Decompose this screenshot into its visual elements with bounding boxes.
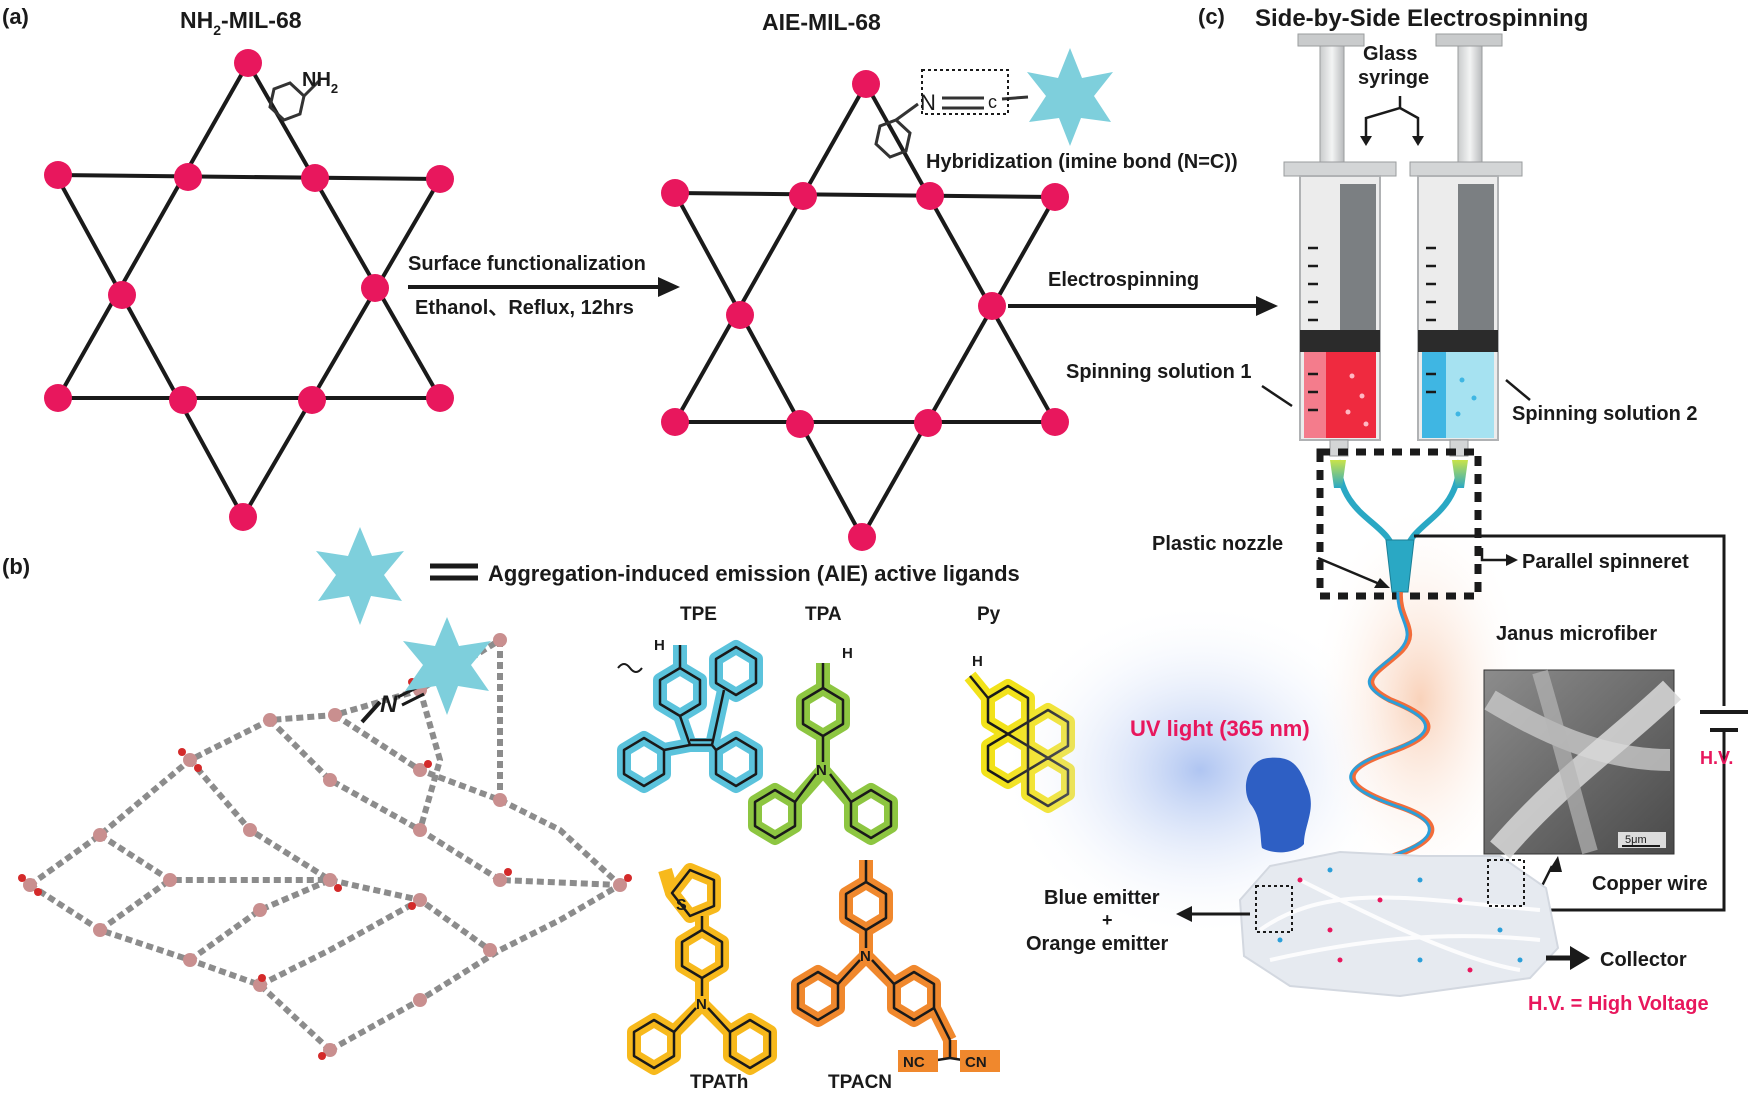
mof-linker-bond: [360, 700, 382, 724]
fiber-glow: [1310, 500, 1530, 900]
legend-star-icon: [316, 527, 404, 625]
nozzle-pointer-head: [1374, 578, 1390, 588]
electrospinning-label: Electrospinning: [1048, 269, 1199, 291]
hv-legend-label: H.V. = High Voltage: [1528, 993, 1709, 1015]
aie-star-icon: [1027, 48, 1113, 146]
syringe-2: [1409, 33, 1523, 457]
tpacn-n-label: N: [860, 948, 871, 965]
ligand-label-tpa: TPA: [805, 604, 842, 625]
amino-benzene: [268, 78, 322, 122]
parallel-spinneret-pointer: [1480, 548, 1510, 562]
collector-emitter-dots: [1277, 867, 1523, 973]
collector-mat: [1238, 850, 1560, 998]
side-by-side-title: Side-by-Side Electrospinning: [1255, 5, 1588, 32]
glass-syringe-pointer-left: [1364, 96, 1402, 142]
copper-wire-label: Copper wire: [1592, 873, 1708, 895]
tpacn-cn-label: CN: [965, 1054, 987, 1071]
spinning-solution-1-label: Spinning solution 1: [1066, 361, 1252, 383]
left-hexagram: [54, 62, 442, 519]
tpe-structure: [617, 640, 763, 793]
ligand-label-py: Py: [977, 604, 1001, 625]
imine-c-label: c: [988, 92, 997, 112]
mof-aie-star-icon: [403, 617, 491, 715]
mof-n-label: N: [380, 691, 398, 718]
janus-microfiber-label: Janus microfiber: [1496, 623, 1657, 645]
solution-1-pointer: [1261, 384, 1293, 408]
right-nodes: [661, 70, 1069, 551]
aie-ligands-legend: Aggregation-induced emission (AIE) activ…: [488, 561, 1020, 586]
hybridization-label: Hybridization (imine bond (N=C)): [926, 151, 1238, 173]
sem-image: 5μm: [1483, 669, 1682, 859]
parallel-spinneret-label: Parallel spinneret: [1522, 551, 1689, 573]
pointer-head-right: [1412, 136, 1424, 146]
syringe-1: [1283, 33, 1397, 457]
nh2-mil68-title: NH2-MIL-68: [180, 7, 302, 38]
blue-emitter-label: Blue emitter: [1044, 887, 1160, 909]
collector-fibers: [1258, 878, 1541, 972]
mof-double-bond-2: [401, 692, 425, 707]
right-hexagram: [673, 83, 1057, 538]
sem-pointer-head: [1548, 856, 1562, 872]
spinneret-icon: [1385, 539, 1415, 593]
plus-label: +: [1102, 910, 1113, 930]
tpacn-structure: [791, 860, 1000, 1072]
mof-crystal-lattice: [18, 633, 632, 1060]
collector-arrowhead: [1570, 946, 1590, 970]
surface-functionalization-label: Surface functionalization: [408, 253, 646, 275]
tpa-h-label: H: [842, 645, 853, 662]
nozzle-tip-right: [1452, 460, 1468, 488]
uv-glow: [1000, 600, 1400, 940]
nh2-label: NH2: [302, 69, 338, 96]
uv-light-label: UV light (365 nm): [1130, 716, 1310, 741]
functionalization-arrowhead: [658, 277, 680, 297]
imine-benzene: [874, 95, 1029, 159]
glass-syringe-pointer-right: [1399, 106, 1420, 142]
hv-label: H.V.: [1700, 748, 1733, 768]
left-nodes: [44, 49, 454, 531]
tpe-h-label: H: [654, 637, 665, 654]
parallel-spinneret-pointer-head: [1506, 554, 1518, 566]
electrospinning-arrowhead: [1256, 296, 1278, 316]
tpath-structure: [627, 863, 777, 1075]
collector-label: Collector: [1600, 949, 1687, 971]
glass-syringe-label-1: Glass: [1363, 43, 1417, 65]
ligand-label-tpe: TPE: [680, 604, 717, 625]
py-h-label: H: [972, 653, 983, 670]
collector-zoom-box-right: [1487, 859, 1525, 907]
tpacn-nc-label: NC: [903, 1054, 925, 1071]
ligand-label-tpacn: TPACN: [828, 1072, 892, 1093]
spinning-solution-2-label: Spinning solution 2: [1512, 403, 1698, 425]
glass-syringe-label-2: syringe: [1358, 67, 1429, 89]
solution-2-pointer: [1505, 379, 1531, 401]
reaction-conditions-label: Ethanol、Reflux, 12hrs: [415, 297, 634, 319]
panel-a-tag: (a): [2, 4, 29, 29]
plastic-nozzle-label: Plastic nozzle: [1152, 533, 1283, 555]
emitter-arrowhead: [1176, 906, 1192, 922]
imine-n-label: N: [920, 90, 936, 115]
pointer-head-left: [1360, 136, 1372, 146]
tpath-n-label: N: [696, 996, 707, 1013]
collector-zoom-box-left: [1255, 885, 1293, 933]
tpa-n-label: N: [816, 762, 827, 779]
nozzle-tip-left: [1330, 460, 1346, 488]
panel-b-tag: (b): [2, 554, 30, 579]
imine-bond-box: [921, 69, 1009, 115]
orange-emitter-label: Orange emitter: [1026, 933, 1168, 955]
copper-wire-top: [1414, 534, 1726, 706]
panel-c-tag: (c): [1198, 4, 1225, 29]
nozzle-pointer: [1317, 556, 1383, 587]
tpa-structure: [748, 663, 898, 845]
copper-wire-bottom: [1530, 746, 1726, 912]
uv-lamp-icon: [1245, 757, 1311, 853]
aie-mil68-title: AIE-MIL-68: [762, 9, 881, 35]
ligand-label-tpath: TPATh: [690, 1072, 748, 1093]
scale-bar-label: 5μm: [1625, 834, 1647, 846]
tpath-s-label: S: [676, 897, 687, 914]
